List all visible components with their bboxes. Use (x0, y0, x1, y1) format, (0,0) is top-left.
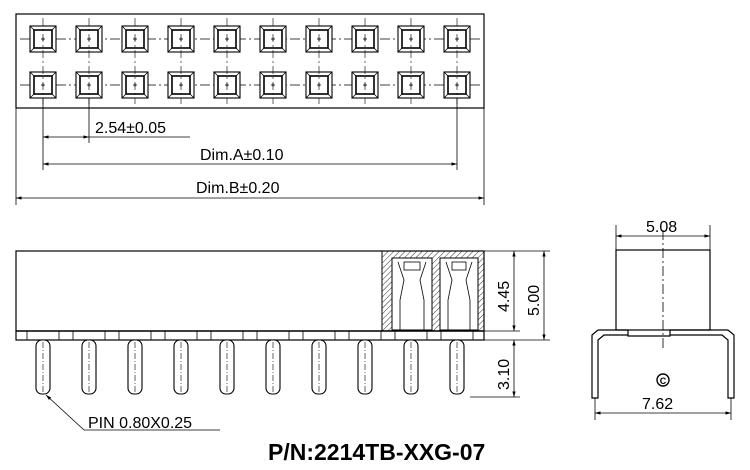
front-pin (348, 331, 382, 395)
front-dimensions: 4.45 5.00 3.10 PIN 0.80X0.25 (45, 250, 550, 432)
front-base (15, 330, 485, 341)
front-pins (26, 331, 474, 395)
front-pin (164, 331, 198, 395)
front-pin (118, 331, 152, 395)
side-dimensions: 5.08 7.62 (594, 219, 732, 420)
dim-b-label: Dim.B±0.20 (196, 180, 280, 197)
front-pin (394, 331, 428, 395)
front-pin (440, 331, 474, 395)
dim-a-label: Dim.A±0.10 (200, 147, 284, 164)
pin-grid (29, 18, 471, 104)
top-view-outline (15, 13, 485, 109)
front-pin (210, 331, 244, 395)
c-symbol-circle (656, 373, 670, 387)
height-body-label: 4.45 (496, 281, 513, 312)
height-total-label: 5.00 (526, 285, 543, 316)
side-view: C (591, 230, 735, 399)
pin-length-label: 3.10 (496, 359, 513, 390)
front-pin (256, 331, 290, 395)
front-pin (26, 331, 60, 395)
pitch-label: 2.54±0.05 (95, 120, 166, 137)
front-pin (302, 331, 336, 395)
part-number: P/N:2214TB-XXG-07 (268, 439, 485, 465)
side-width-bottom-label: 7.62 (642, 396, 673, 413)
c-symbol: C (660, 376, 667, 386)
top-dimensions: 2.54±0.05 Dim.A±0.10 Dim.B±0.20 (15, 98, 485, 205)
front-view (15, 250, 485, 395)
pin-note: PIN 0.80X0.25 (88, 415, 192, 432)
contact-cell (443, 71, 471, 99)
side-width-top-label: 5.08 (646, 219, 677, 236)
top-view (15, 13, 485, 109)
pin-note-leader (45, 394, 85, 431)
front-pin (72, 331, 106, 395)
cross-section (381, 250, 485, 332)
